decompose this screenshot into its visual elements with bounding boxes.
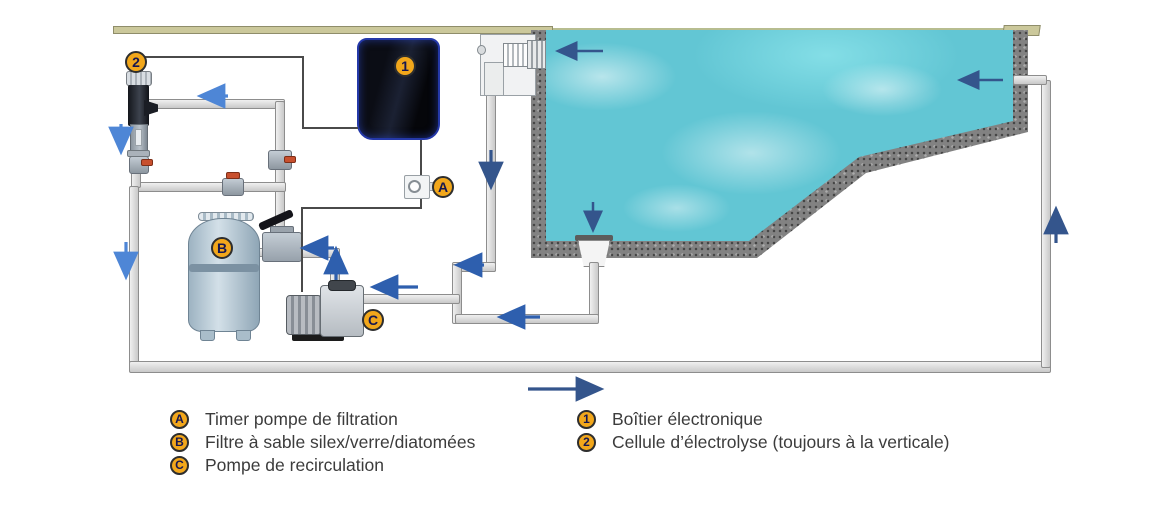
skimmer-grate: [527, 40, 546, 69]
legend-label: Pompe de recirculation: [205, 454, 384, 475]
badge-sand-filter: B: [211, 237, 233, 259]
filter-leg: [236, 330, 251, 341]
legend-badge: A: [170, 409, 189, 429]
skimmer-lower: [484, 62, 504, 96]
filter-band: [189, 264, 259, 272]
legend-row: A Timer pompe de filtration: [170, 409, 475, 429]
water-edge-line: [553, 28, 1010, 31]
cell-window: [135, 129, 142, 146]
legend-row: C Pompe de recirculation: [170, 455, 475, 475]
electronic-box: [357, 38, 440, 140]
skimmer-knob: [477, 45, 486, 55]
legend-row: B Filtre à sable silex/verre/diatomées: [170, 432, 475, 452]
cell-inlet-port: [144, 100, 158, 116]
legend-label: Cellule d’électrolyse (toujours à la ver…: [612, 431, 950, 452]
legend-badge: C: [170, 455, 189, 475]
legend-label: Timer pompe de filtration: [205, 408, 398, 429]
badge-timer: A: [432, 176, 454, 198]
legend-label: Boîtier électronique: [612, 408, 763, 429]
legend-row: 1 Boîtier électronique: [577, 409, 950, 429]
legend-badge: 2: [577, 432, 596, 452]
cell-valve-handle: [141, 159, 153, 166]
wire-cell-to-box: [136, 56, 358, 129]
legend-right: 1 Boîtier électronique 2 Cellule d’élect…: [577, 409, 950, 452]
pipe-return-inlet: [1013, 75, 1047, 85]
badge-pump: C: [362, 309, 384, 331]
bypass-valve-handle: [226, 172, 240, 179]
wire-timer-to-pump: [301, 199, 422, 292]
timer-dial: [408, 180, 421, 193]
electrolysis-cell: [128, 85, 149, 126]
legend-label: Filtre à sable silex/verre/diatomées: [205, 431, 476, 452]
legend-row: 2 Cellule d’électrolyse (toujours à la v…: [577, 432, 950, 452]
badge-electronic-box: 1: [394, 55, 416, 77]
legend-left: A Timer pompe de filtration B Filtre à s…: [170, 409, 475, 475]
filter-leg: [200, 330, 215, 341]
riser-valve-handle: [284, 156, 296, 163]
pump-base: [292, 333, 344, 341]
legend-badge: B: [170, 432, 189, 452]
pipe-drain-h: [455, 314, 599, 324]
multiport-valve: [262, 232, 302, 262]
legend-badge: 1: [577, 409, 596, 429]
badge-electrolysis-cell: 2: [125, 51, 147, 73]
main-drain-lip: [575, 235, 613, 241]
pump-basket-lid: [328, 280, 356, 291]
